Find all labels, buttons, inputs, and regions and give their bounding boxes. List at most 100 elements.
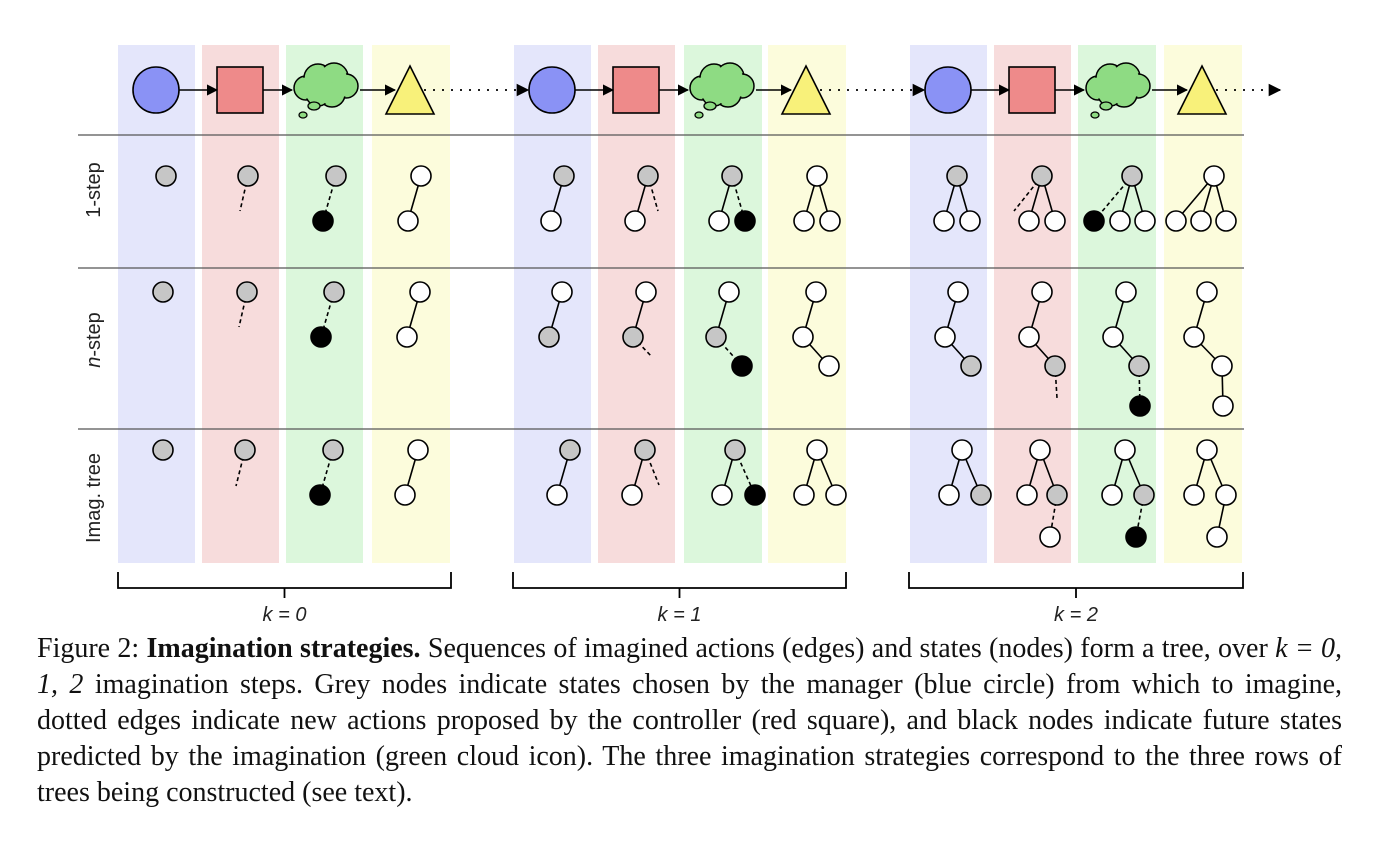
- controller-square-icon: [1008, 66, 1056, 114]
- state-node: [951, 439, 973, 461]
- state-node: [409, 281, 431, 303]
- predicted-state-node: [744, 484, 766, 506]
- chosen-state-node: [1044, 355, 1066, 377]
- memory-triangle-icon: [780, 64, 832, 115]
- state-node: [1114, 439, 1136, 461]
- chosen-state-node: [1046, 484, 1068, 506]
- manager-circle-icon: [924, 66, 972, 114]
- proposed-action-edge: [632, 336, 653, 358]
- state-node: [805, 281, 827, 303]
- state-node: [708, 210, 730, 232]
- chosen-state-node: [553, 165, 575, 187]
- predicted-state-node: [1083, 210, 1105, 232]
- state-node: [1203, 165, 1225, 187]
- state-node: [551, 281, 573, 303]
- state-node: [1102, 326, 1124, 348]
- proposed-action-edge: [238, 291, 248, 328]
- predicted-state-node: [734, 210, 756, 232]
- state-node: [718, 281, 740, 303]
- state-node: [1215, 484, 1237, 506]
- group-bracket: [908, 572, 1244, 589]
- proposed-action-edge: [235, 449, 246, 487]
- chosen-state-node: [705, 326, 727, 348]
- state-node: [397, 210, 419, 232]
- imagination-cloud-icon: [293, 62, 359, 119]
- proposed-action-edge: [644, 449, 660, 486]
- state-node: [407, 439, 429, 461]
- chosen-state-node: [622, 326, 644, 348]
- state-node: [819, 210, 841, 232]
- column-band: [372, 45, 450, 563]
- controller-square-icon: [612, 66, 660, 114]
- caption-math: k = 0, 1, 2: [37, 633, 1343, 700]
- state-node: [1115, 281, 1137, 303]
- row-label: n-step: [83, 312, 105, 368]
- state-node: [1018, 210, 1040, 232]
- caption-body-1: Sequences of imagined actions (edges) an…: [427, 633, 1268, 664]
- chosen-state-node: [237, 165, 259, 187]
- state-node: [793, 484, 815, 506]
- memory-triangle-icon: [384, 64, 436, 115]
- chosen-state-node: [1133, 484, 1155, 506]
- state-node: [806, 439, 828, 461]
- chosen-state-node: [724, 439, 746, 461]
- predicted-state-node: [731, 355, 753, 377]
- figure-caption: Figure 2: Imagination strategies. Sequen…: [37, 631, 1342, 811]
- state-node: [947, 281, 969, 303]
- k-label: k = 0: [263, 604, 307, 626]
- chosen-state-node: [559, 439, 581, 461]
- chosen-state-node: [960, 355, 982, 377]
- proposed-action-edge: [1054, 365, 1058, 399]
- state-node: [933, 210, 955, 232]
- state-node: [1016, 484, 1038, 506]
- chosen-state-node: [236, 281, 258, 303]
- state-node: [1206, 526, 1228, 548]
- predicted-state-node: [310, 326, 332, 348]
- manager-circle-icon: [132, 66, 180, 114]
- proposed-action-edge: [647, 175, 659, 212]
- state-node: [1165, 210, 1187, 232]
- state-node: [792, 326, 814, 348]
- controller-square-icon: [216, 66, 264, 114]
- chosen-state-node: [155, 165, 177, 187]
- state-node: [711, 484, 733, 506]
- state-node: [806, 165, 828, 187]
- state-node: [793, 210, 815, 232]
- column-band: [684, 45, 762, 563]
- state-node: [1031, 281, 1053, 303]
- caption-title: Imagination strategies.: [146, 633, 421, 664]
- column-band: [118, 45, 195, 563]
- chosen-state-node: [538, 326, 560, 348]
- chosen-state-node: [323, 281, 345, 303]
- predicted-state-node: [309, 484, 331, 506]
- state-node: [1212, 395, 1234, 417]
- chosen-state-node: [152, 281, 174, 303]
- column-band: [286, 45, 363, 563]
- imagination-cloud-icon: [1085, 62, 1151, 119]
- imagination-cloud-icon: [689, 62, 755, 119]
- column-band: [910, 45, 987, 563]
- state-node: [621, 484, 643, 506]
- group-bracket: [512, 572, 847, 589]
- predicted-state-node: [312, 210, 334, 232]
- state-node: [1211, 355, 1233, 377]
- chosen-state-node: [721, 165, 743, 187]
- chosen-state-node: [637, 165, 659, 187]
- state-node: [1183, 484, 1205, 506]
- chosen-state-node: [946, 165, 968, 187]
- predicted-state-node: [1129, 395, 1151, 417]
- state-node: [1101, 484, 1123, 506]
- chosen-state-node: [634, 439, 656, 461]
- state-node: [1190, 210, 1212, 232]
- k-label: k = 2: [1054, 604, 1098, 626]
- state-node: [825, 484, 847, 506]
- state-node: [818, 355, 840, 377]
- column-band: [514, 45, 591, 563]
- state-node: [934, 326, 956, 348]
- state-node: [1183, 326, 1205, 348]
- state-node: [624, 210, 646, 232]
- state-node: [394, 484, 416, 506]
- state-node: [1029, 439, 1051, 461]
- state-node: [396, 326, 418, 348]
